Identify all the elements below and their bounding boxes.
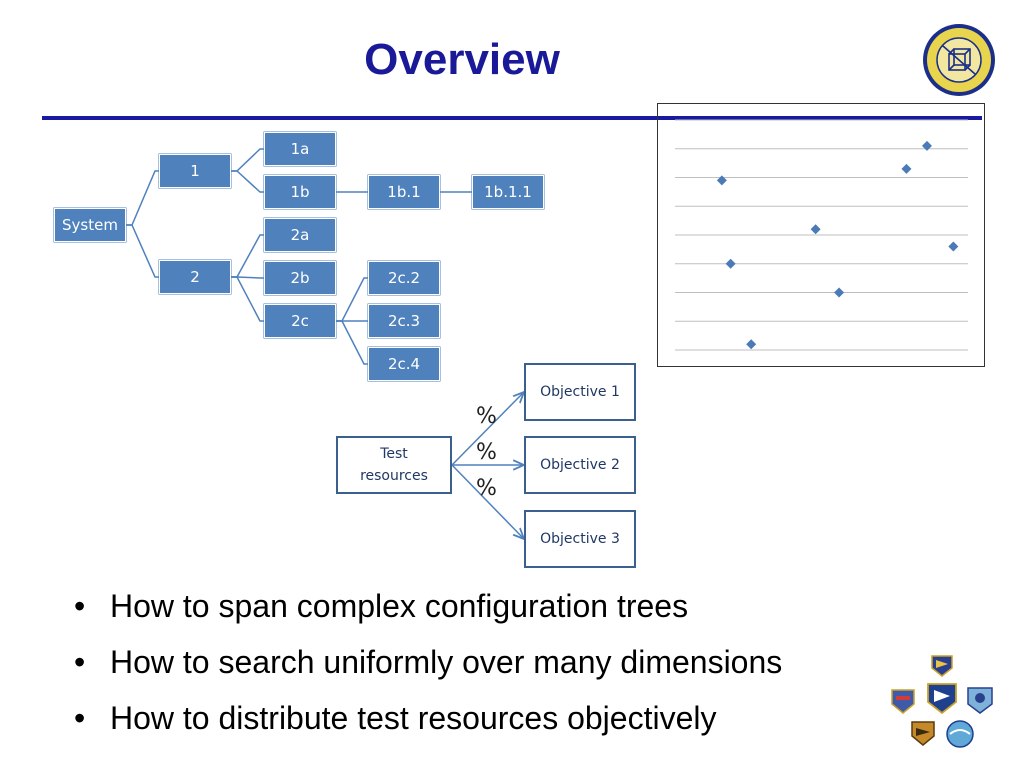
bullet-list: How to span complex configuration trees … xyxy=(70,580,782,748)
scatter-point-8 xyxy=(948,241,959,252)
bullet-item: How to distribute test resources objecti… xyxy=(70,692,782,748)
tree-edge-system-n1 xyxy=(126,170,159,226)
scatter-point-6 xyxy=(901,163,912,174)
test-resources-line-1: Test xyxy=(380,446,408,462)
bullet-item: How to search uniformly over many dimens… xyxy=(70,636,782,692)
tree-node-n2b: 2b xyxy=(264,261,336,295)
scatter-point-2 xyxy=(725,258,736,269)
percent-symbol-3: % xyxy=(476,476,497,501)
circular-seal-icon xyxy=(921,22,997,98)
tree-node-n2: 2 xyxy=(159,260,231,294)
objective-2-box: Objective 2 xyxy=(524,436,636,494)
scatter-point-3 xyxy=(746,339,757,350)
objective-3-box: Objective 3 xyxy=(524,510,636,568)
tree-edge-n1-n1b xyxy=(231,170,264,193)
tree-node-n2c: 2c xyxy=(264,304,336,338)
uniform-sampling-scatter xyxy=(657,103,985,367)
scatter-point-5 xyxy=(834,287,845,298)
tree-node-n1: 1 xyxy=(159,154,231,188)
tree-edge-n2c-n2c2 xyxy=(336,277,368,322)
test-resources-box: Test resources xyxy=(336,436,452,494)
tree-node-n1b11: 1b.1.1 xyxy=(472,175,544,209)
tree-node-n1a: 1a xyxy=(264,132,336,166)
scatter-point-4 xyxy=(810,224,821,235)
test-resources-line-2: resources xyxy=(360,468,428,484)
percent-symbol-1: % xyxy=(476,404,497,429)
tree-node-n2c3: 2c.3 xyxy=(368,304,440,338)
bullet-item: How to span complex configuration trees xyxy=(70,580,782,636)
scatter-point-1 xyxy=(716,175,727,186)
objective-1-box: Objective 1 xyxy=(524,363,636,421)
percent-symbol-2: % xyxy=(476,440,497,465)
page-title: Overview xyxy=(364,35,560,84)
allocation-arrow-3 xyxy=(451,464,524,539)
title-rule xyxy=(42,116,982,120)
allocation-arrow-1 xyxy=(451,392,524,466)
tree-node-n1b1: 1b.1 xyxy=(368,175,440,209)
scatter-point-7 xyxy=(921,140,932,151)
tree-edge-n2-n2c xyxy=(231,276,264,322)
tree-node-n1b: 1b xyxy=(264,175,336,209)
tree-node-n2c4: 2c.4 xyxy=(368,347,440,381)
tree-node-system: System xyxy=(54,208,126,242)
tree-node-n2a: 2a xyxy=(264,218,336,252)
tree-edge-n1-n1a xyxy=(231,148,264,172)
unit-insignia-cluster-icon xyxy=(890,650,1000,754)
tree-edge-n2c-n2c4 xyxy=(336,320,368,365)
tree-edge-system-n2 xyxy=(126,224,159,278)
tree-edge-n2-n2a xyxy=(231,234,264,278)
tree-node-n2c2: 2c.2 xyxy=(368,261,440,295)
